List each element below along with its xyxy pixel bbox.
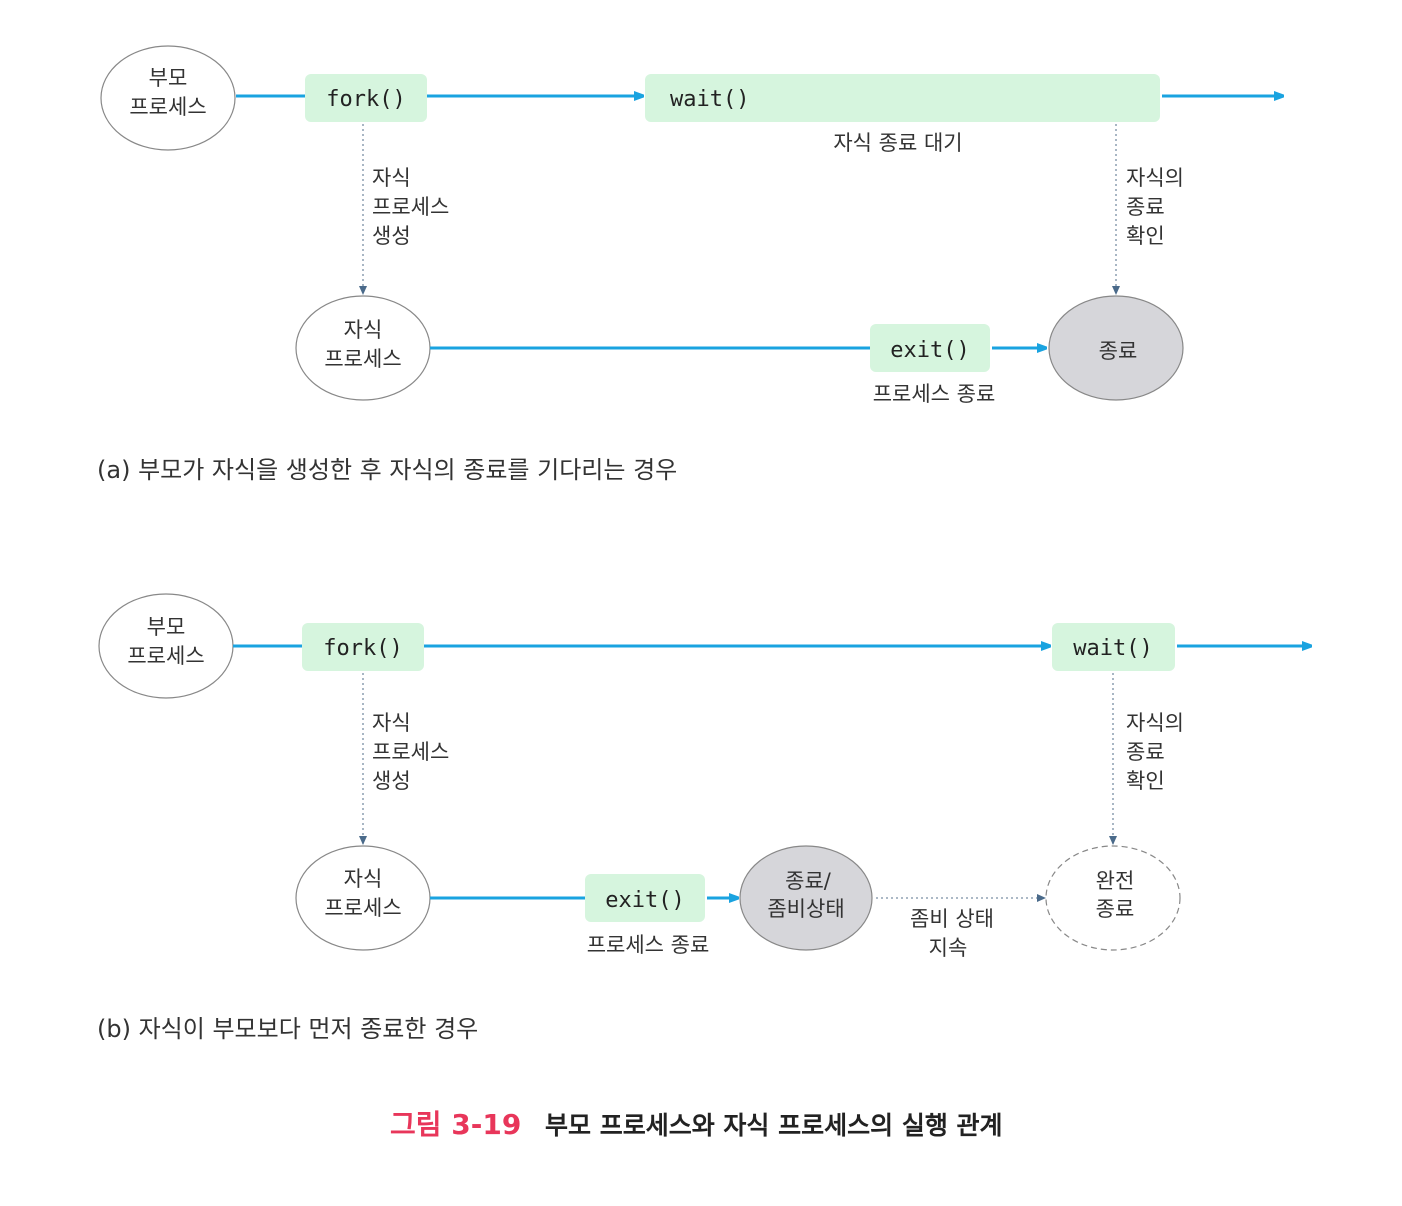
fork-box: [302, 623, 424, 671]
child-label: 자식: [344, 318, 383, 342]
zombie-label: 종료/: [785, 869, 832, 893]
child-label: 자식: [344, 867, 383, 891]
create-note: 프로세스: [372, 195, 449, 219]
caption-a: (a) 부모가 자식을 생성한 후 자식의 종료를 기다리는 경우: [97, 456, 677, 484]
check-note: 자식의: [1126, 166, 1184, 190]
exit-label: exit(): [890, 338, 969, 363]
complete-termination-node: [1045, 845, 1181, 951]
check-note: 자식의: [1126, 711, 1184, 735]
terminated-node: [1048, 295, 1184, 401]
check-note: 확인: [1126, 224, 1165, 248]
child-label: 프로세스: [324, 347, 401, 371]
create-note: 생성: [372, 769, 411, 793]
exit-label: exit(): [605, 888, 684, 913]
zombie-node: [739, 845, 873, 951]
wait-note: 자식 종료 대기: [833, 131, 962, 155]
diagram-a: 부모 프로세스 fork() wait() 자식 종료 대기 자식 프로세스 생…: [97, 45, 1283, 484]
parent-label: 프로세스: [129, 95, 206, 119]
exit-box: [585, 874, 705, 922]
complete-label: 종료: [1096, 897, 1135, 921]
check-note: 종료: [1126, 195, 1165, 219]
zombie-label: 좀비상태: [767, 897, 844, 921]
create-note: 자식: [372, 711, 411, 735]
caption-b: (b) 자식이 부모보다 먼저 종료한 경우: [97, 1015, 478, 1043]
exit-note: 프로세스 종료: [873, 382, 996, 406]
exit-note: 프로세스 종료: [587, 933, 710, 957]
wait-label: wait(): [670, 87, 749, 112]
parent-label: 부모: [147, 615, 186, 639]
child-label: 프로세스: [324, 896, 401, 920]
complete-label: 완전: [1096, 869, 1135, 893]
zombie-note: 지속: [929, 936, 968, 960]
figure-title: 부모 프로세스와 자식 프로세스의 실행 관계: [545, 1111, 1003, 1140]
terminated-label: 종료: [1099, 339, 1138, 363]
parent-process-node: [100, 45, 236, 151]
create-note: 프로세스: [372, 740, 449, 764]
diagram-b: 부모 프로세스 fork() wait() 자식 프로세스 생성 자식의 종료 …: [97, 593, 1311, 1043]
create-note: 자식: [372, 166, 411, 190]
fork-label: fork(): [326, 87, 405, 112]
wait-box: [645, 74, 1160, 122]
exit-box: [870, 324, 990, 372]
figure-number: 그림 3-19: [390, 1108, 521, 1141]
check-note: 종료: [1126, 740, 1165, 764]
parent-label: 부모: [149, 66, 188, 90]
zombie-note: 좀비 상태: [910, 907, 994, 931]
wait-box: [1052, 623, 1175, 671]
wait-label: wait(): [1073, 636, 1152, 661]
create-note: 생성: [372, 224, 411, 248]
check-note: 확인: [1126, 769, 1165, 793]
parent-label: 프로세스: [127, 644, 204, 668]
fork-label: fork(): [323, 636, 402, 661]
fork-box: [305, 74, 427, 122]
